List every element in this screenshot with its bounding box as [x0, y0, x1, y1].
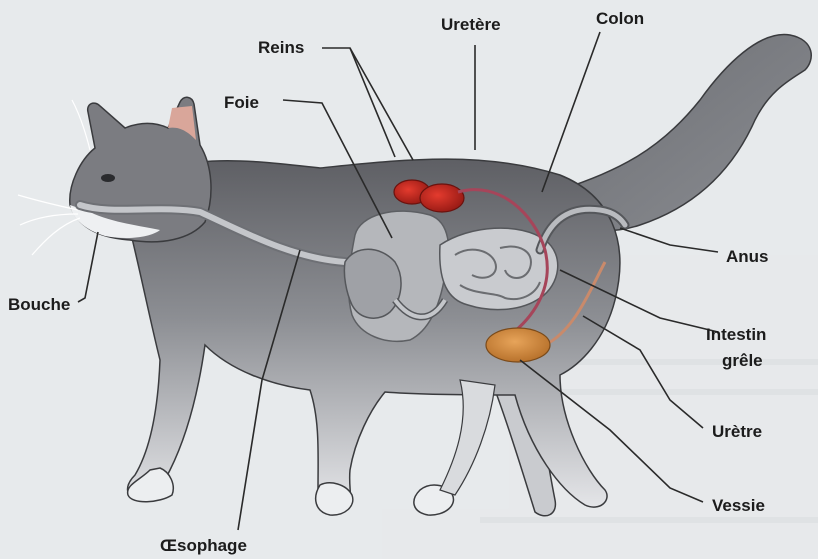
stomach-organ	[344, 249, 401, 318]
bladder-organ	[486, 328, 550, 362]
label-uretre: Urètre	[712, 422, 762, 441]
label-anus: Anus	[726, 247, 769, 266]
label-bouche: Bouche	[8, 295, 70, 314]
label-uretere: Uretère	[441, 15, 501, 34]
label-oesophage: Œsophage	[160, 536, 247, 555]
label-reins: Reins	[258, 38, 304, 57]
label-foie: Foie	[224, 93, 259, 112]
label-vessie: Vessie	[712, 496, 765, 515]
label-intestin-line2: grêle	[722, 351, 763, 370]
cat-eye	[101, 174, 115, 182]
label-colon: Colon	[596, 9, 644, 28]
kidney-right	[420, 184, 464, 212]
label-intestin-line1: Intestin	[706, 325, 766, 344]
